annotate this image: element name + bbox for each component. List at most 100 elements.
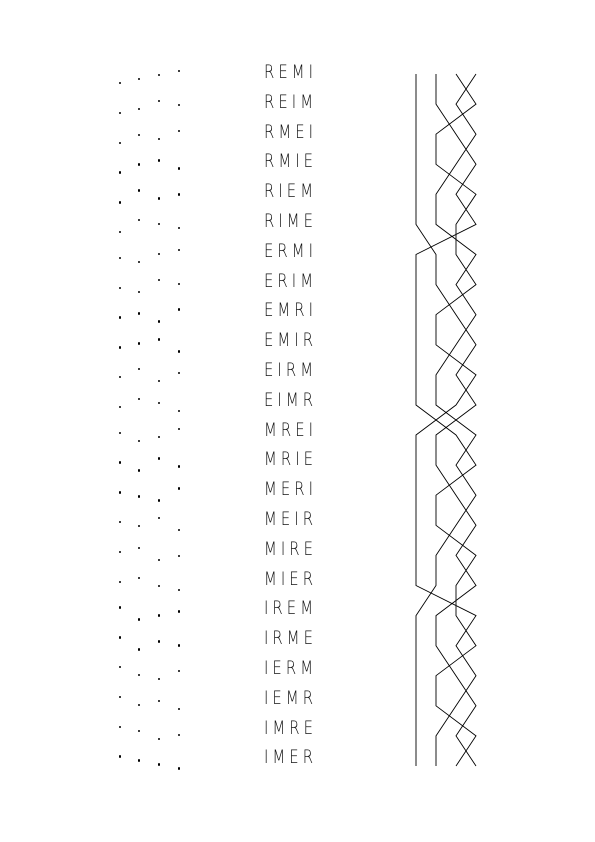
permutation-word: IRME <box>264 627 318 650</box>
permutation-word: RIEM <box>264 180 318 203</box>
permutation-word: MERI <box>264 478 318 501</box>
pattern-dot <box>158 499 161 502</box>
pattern-dot <box>119 606 122 609</box>
pattern-dot <box>138 618 141 621</box>
pattern-dot <box>119 461 122 464</box>
permutation-word: MIER <box>264 567 318 590</box>
pattern-dot <box>138 546 141 550</box>
permutation-word: MIRE <box>264 537 318 560</box>
pattern-dot <box>158 763 161 766</box>
pattern-dot <box>178 610 181 613</box>
pattern-dot <box>158 197 161 200</box>
pattern-dot <box>158 159 161 162</box>
pattern-dot <box>178 670 181 673</box>
pattern-dot <box>158 737 161 740</box>
permutation-word: IEMR <box>264 686 318 709</box>
pattern-dot <box>178 193 181 196</box>
pattern-dot <box>178 554 181 558</box>
pattern-dot <box>178 282 181 285</box>
pattern-dot <box>178 588 181 591</box>
pattern-dot <box>178 487 181 490</box>
pattern-dot <box>119 286 122 289</box>
pattern-dot <box>138 290 141 293</box>
pattern-dot <box>178 248 181 252</box>
pattern-dot <box>138 495 141 498</box>
permutation-word: MREI <box>264 418 318 441</box>
braid-strand-m <box>415 73 477 766</box>
pattern-dot <box>158 558 161 562</box>
pattern-dot <box>119 316 122 319</box>
pattern-dot <box>158 640 161 643</box>
pattern-dot <box>158 74 161 77</box>
pattern-dot <box>138 133 141 136</box>
permutation-word: EIRM <box>264 359 318 381</box>
permutation-word: IMRE <box>264 716 318 739</box>
pattern-dot <box>178 308 181 311</box>
permutation-word: MEIR <box>264 508 318 530</box>
pattern-dot <box>138 78 141 81</box>
pattern-dot <box>178 227 181 230</box>
pattern-dot <box>138 312 141 315</box>
pattern-dot <box>138 397 141 401</box>
pattern-dot <box>119 141 122 144</box>
permutation-word: IERM <box>264 657 318 679</box>
pattern-dot <box>178 350 181 353</box>
pattern-dot <box>119 695 122 699</box>
pattern-dot <box>158 137 161 140</box>
permutation-word: REIM <box>264 90 318 113</box>
pattern-dot <box>119 636 122 639</box>
pattern-dot <box>158 338 161 341</box>
pattern-dot <box>178 103 181 107</box>
pattern-dot <box>119 666 122 669</box>
pattern-dot <box>119 725 122 728</box>
pattern-dot <box>158 380 161 383</box>
permutation-word: ERMI <box>264 239 318 262</box>
braid-strand-i <box>415 73 477 766</box>
pattern-dot <box>138 648 141 651</box>
permutation-word: EIMR <box>264 388 318 411</box>
pattern-dot <box>138 576 141 579</box>
pattern-dot <box>138 163 141 166</box>
pattern-dot <box>119 111 122 115</box>
pattern-dot <box>158 252 161 256</box>
pattern-dot <box>138 260 141 264</box>
pattern-dot <box>158 614 161 617</box>
pattern-dot <box>119 550 122 554</box>
pattern-dot <box>138 729 141 732</box>
pattern-dot <box>119 431 122 434</box>
permutation-word: IMER <box>264 746 318 769</box>
pattern-dot <box>138 189 141 192</box>
pattern-dot <box>138 759 141 762</box>
pattern-dot <box>138 342 141 345</box>
pattern-dot <box>178 644 181 647</box>
pattern-dot <box>138 674 141 677</box>
pattern-dot <box>158 584 161 587</box>
pattern-dot <box>138 439 141 442</box>
pattern-dot <box>119 521 122 524</box>
pattern-dot <box>178 465 181 468</box>
pattern-dot <box>158 223 161 226</box>
pattern-dot <box>178 409 181 413</box>
pattern-dot <box>119 201 122 204</box>
pattern-dot <box>138 219 141 222</box>
pattern-dot <box>119 346 122 349</box>
pattern-dot <box>119 580 122 583</box>
pattern-dot <box>158 678 161 681</box>
pattern-dot <box>158 457 161 460</box>
pattern-dot <box>138 107 141 111</box>
permutation-word: RIME <box>264 210 318 232</box>
pattern-dot <box>178 372 181 375</box>
permutation-word: IREM <box>264 597 318 620</box>
pattern-dot <box>119 256 122 260</box>
permutation-word: ERIM <box>264 269 318 292</box>
pattern-dot <box>158 99 161 103</box>
pattern-dot <box>158 278 161 281</box>
pattern-dot <box>119 231 122 234</box>
pattern-dot <box>178 70 181 73</box>
pattern-dot <box>119 376 122 379</box>
pattern-dot <box>138 525 141 528</box>
pattern-dot <box>158 401 161 405</box>
